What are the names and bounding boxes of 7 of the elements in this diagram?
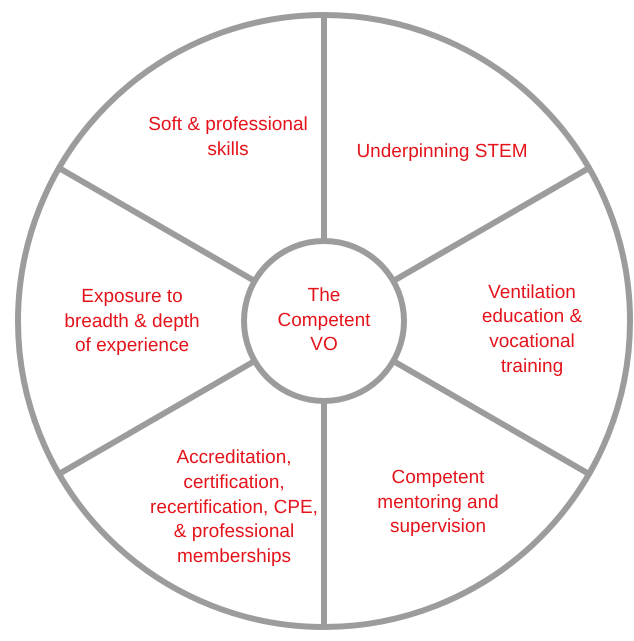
sector-label: Underpinning STEM — [356, 140, 528, 164]
sector-label: Soft & professional skills — [147, 113, 309, 162]
sector-label: Ventilation education & vocational training — [480, 280, 584, 379]
hub-title: The Competent VO — [276, 284, 372, 358]
sector-label: Competent mentoring and supervision — [376, 466, 500, 540]
sector-label: Exposure to breadth & depth of experience — [63, 284, 201, 358]
sector-label: Accreditation, certification, recertification, CPE, & professional memberships — [149, 446, 319, 570]
